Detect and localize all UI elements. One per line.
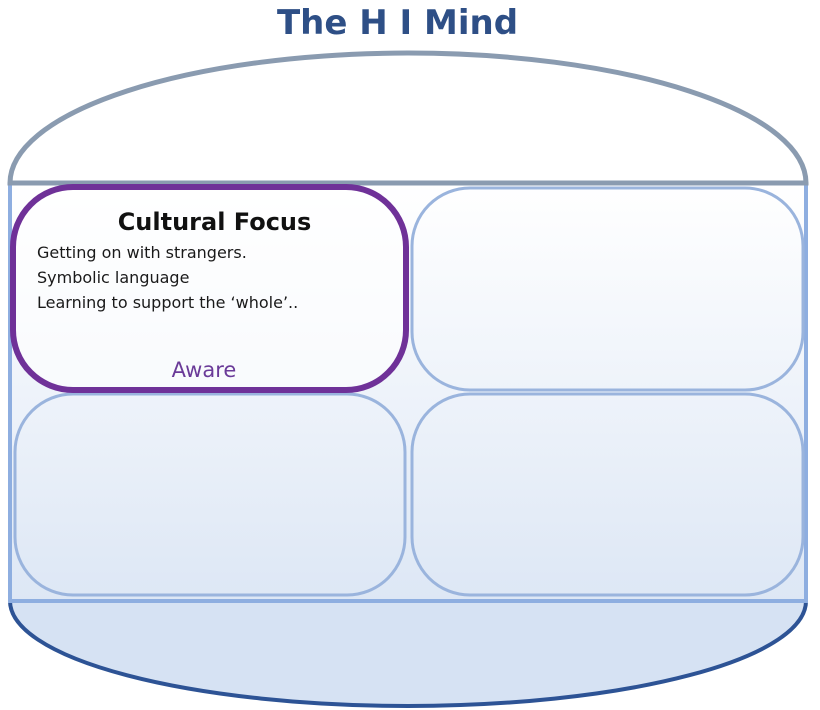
quadrant-bottom-right xyxy=(410,392,805,597)
quadrant-bottom-left xyxy=(13,392,407,597)
quadrant-line: Learning to support the ‘whole’.. xyxy=(37,293,299,312)
quadrant-top-left-text: Cultural Focus Getting on with strangers… xyxy=(37,208,392,315)
quadrant-top-left-highlighted xyxy=(10,184,409,393)
quadrant-caption: Aware xyxy=(171,358,237,382)
base-bowl xyxy=(7,599,809,708)
dome-top xyxy=(7,50,809,186)
quadrant-lines: Getting on with strangers. Symbolic lang… xyxy=(37,240,392,315)
quadrant-line: Symbolic language xyxy=(37,268,190,287)
diagram-title: The H I Mind xyxy=(276,3,519,43)
quadrant-heading: Cultural Focus xyxy=(117,208,312,236)
quadrant-top-right xyxy=(410,186,805,392)
quadrant-line: Getting on with strangers. xyxy=(37,243,247,262)
